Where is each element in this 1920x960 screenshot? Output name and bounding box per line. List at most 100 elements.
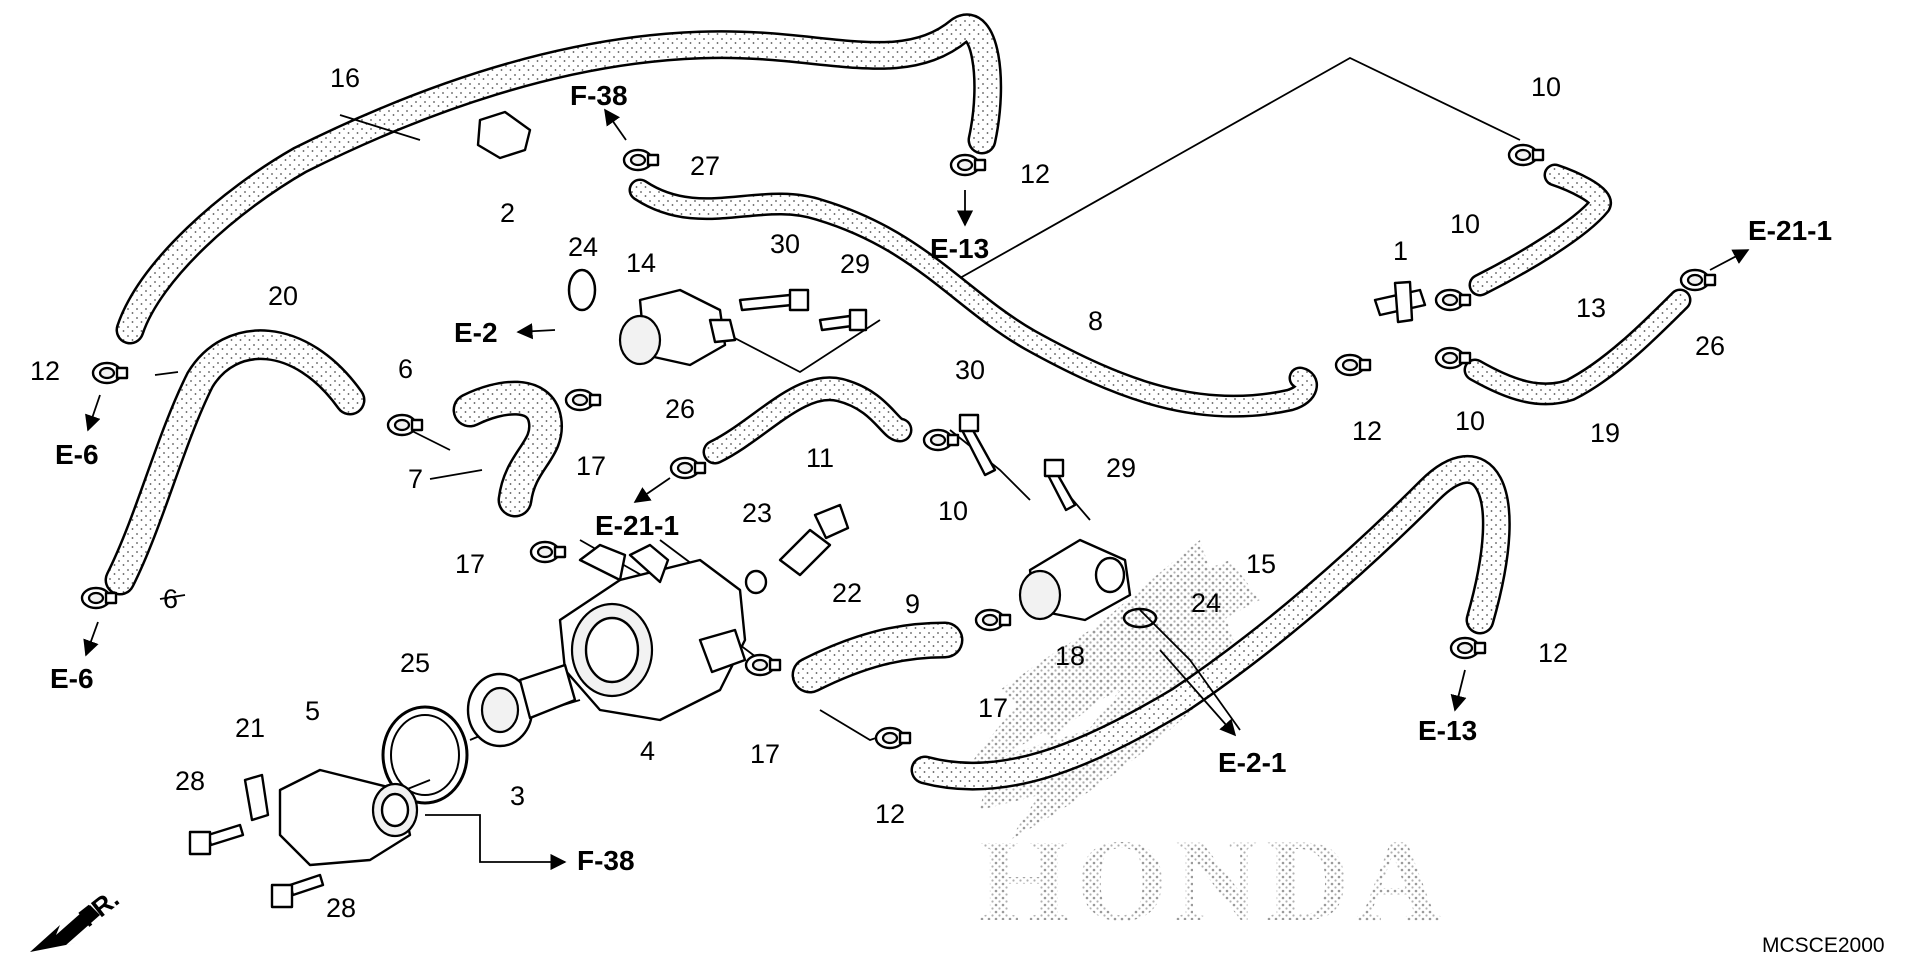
hose-20: [104, 329, 366, 596]
part-label-14: 14: [626, 248, 656, 278]
hose-clamps: [80, 143, 1717, 750]
part-label-6b: 6: [163, 584, 178, 614]
part-label-17b: 17: [455, 549, 485, 579]
part-label-26b: 26: [1695, 331, 1725, 361]
part-label-21: 21: [235, 713, 265, 743]
reference-E21: E-2-1: [1159, 649, 1286, 778]
part-label-7: 7: [408, 464, 423, 494]
part-label-30a: 30: [770, 229, 800, 259]
part-label-18: 18: [1055, 641, 1085, 671]
part-label-12e: 12: [875, 799, 905, 829]
part-label-29a: 29: [840, 249, 870, 279]
water-pipe-cover: [278, 768, 419, 867]
hose-clamp-17: [80, 586, 118, 610]
part-label-28a: 28: [175, 766, 205, 796]
part-label-12c: 12: [1352, 416, 1382, 446]
part-label-20: 20: [268, 281, 298, 311]
hose-16: [115, 13, 1003, 345]
part-label-17c: 17: [978, 693, 1008, 723]
part-label-6a: 6: [398, 354, 413, 384]
water-outlet-joint-2: [1018, 538, 1132, 622]
reference-E211b: E-21-1: [1709, 215, 1832, 271]
reference-label-E211b: E-21-1: [1748, 215, 1832, 246]
part-label-11: 11: [806, 443, 834, 473]
hose-7: [452, 380, 563, 518]
hose-clip-2: [476, 110, 532, 160]
hose-clamp-16: [974, 608, 1012, 632]
hoses: [104, 13, 1692, 791]
reference-E13a: E-13: [930, 190, 989, 264]
part-label-26a: 26: [665, 394, 695, 424]
hose-clamp-1: [91, 361, 129, 385]
reference-arrow-F38b: [425, 814, 567, 871]
hose-19: [1463, 288, 1692, 406]
reference-arrow-E211b: [1709, 249, 1750, 271]
hose-clamp-15: [744, 653, 782, 677]
part-label-22: 22: [832, 578, 862, 608]
part-label-10b: 10: [1450, 209, 1480, 239]
part-label-1: 1: [1393, 236, 1408, 266]
part-label-24b: 24: [1191, 588, 1221, 618]
part-label-13: 13: [1576, 293, 1606, 323]
part-label-12d: 12: [1538, 638, 1568, 668]
temperature-sensor: [778, 503, 850, 577]
reference-E211a: E-21-1: [595, 477, 679, 541]
reference-E2: E-2: [454, 317, 556, 348]
part-label-2: 2: [500, 198, 515, 228]
reference-arrow-E2: [516, 323, 556, 340]
reference-label-E13b: E-13: [1418, 715, 1477, 746]
hose-clamp-13: [1449, 636, 1487, 660]
reference-label-F38a: F-38: [570, 80, 628, 111]
hose-clamp-12: [874, 726, 912, 750]
part-label-24a: 24: [568, 232, 598, 262]
part-label-12a: 12: [30, 356, 60, 386]
reference-label-E21: E-2-1: [1218, 747, 1286, 778]
part-label-16: 16: [330, 63, 360, 93]
reference-arrow-E6a: [85, 394, 101, 432]
reference-E6b: E-6: [50, 621, 99, 694]
part-labels: 1234566789101010101112121212121314151617…: [30, 63, 1725, 923]
hose-clamp-8: [1507, 143, 1545, 167]
part-label-5: 5: [305, 696, 320, 726]
washer-23: [744, 569, 768, 595]
part-label-10a: 10: [1531, 72, 1561, 102]
hose-clamp-7: [1434, 346, 1472, 370]
reference-label-E211a: E-21-1: [595, 510, 679, 541]
thermostat: [466, 663, 577, 748]
reference-label-E2: E-2: [454, 317, 498, 348]
reference-label-E13a: E-13: [930, 233, 989, 264]
reference-F38a: F-38: [570, 80, 628, 141]
reference-arrow-E13b: [1450, 669, 1467, 712]
part-label-19: 19: [1590, 418, 1620, 448]
reference-arrow-E6b: [83, 621, 99, 657]
thermostat-housing: [558, 543, 747, 722]
reference-E13b: E-13: [1418, 669, 1477, 746]
hose-clamp-10: [949, 153, 987, 177]
water-outlet-joint: [618, 288, 737, 367]
part-label-25: 25: [400, 648, 430, 678]
part-label-23: 23: [742, 498, 772, 528]
watermark-text: HONDA: [978, 815, 1447, 946]
part-label-10c: 10: [1455, 406, 1485, 436]
bolts: [188, 288, 1077, 909]
o-ring: [381, 705, 469, 805]
part-label-15: 15: [1246, 549, 1276, 579]
three-way-joint: [1373, 280, 1427, 324]
diagram-code: MCSCE2000: [1762, 934, 1885, 957]
front-arrow: FR.: [30, 883, 125, 952]
reference-arrow-E211a: [633, 477, 671, 503]
reference-label-E6a: E-6: [55, 439, 99, 470]
reference-label-E6b: E-6: [50, 663, 94, 694]
hose-clamp-18: [669, 456, 707, 480]
part-label-9: 9: [905, 589, 920, 619]
hose-clamp-5: [1334, 353, 1372, 377]
leader-lines: [154, 56, 1521, 851]
hose-clamp-11: [622, 148, 660, 172]
part-label-27: 27: [690, 151, 720, 181]
hose-clamp-4: [922, 428, 960, 452]
hose-clamp-3: [564, 388, 602, 412]
gasket-24a: [567, 268, 597, 312]
part-label-30b: 30: [955, 355, 985, 385]
hose-15: [910, 455, 1511, 791]
